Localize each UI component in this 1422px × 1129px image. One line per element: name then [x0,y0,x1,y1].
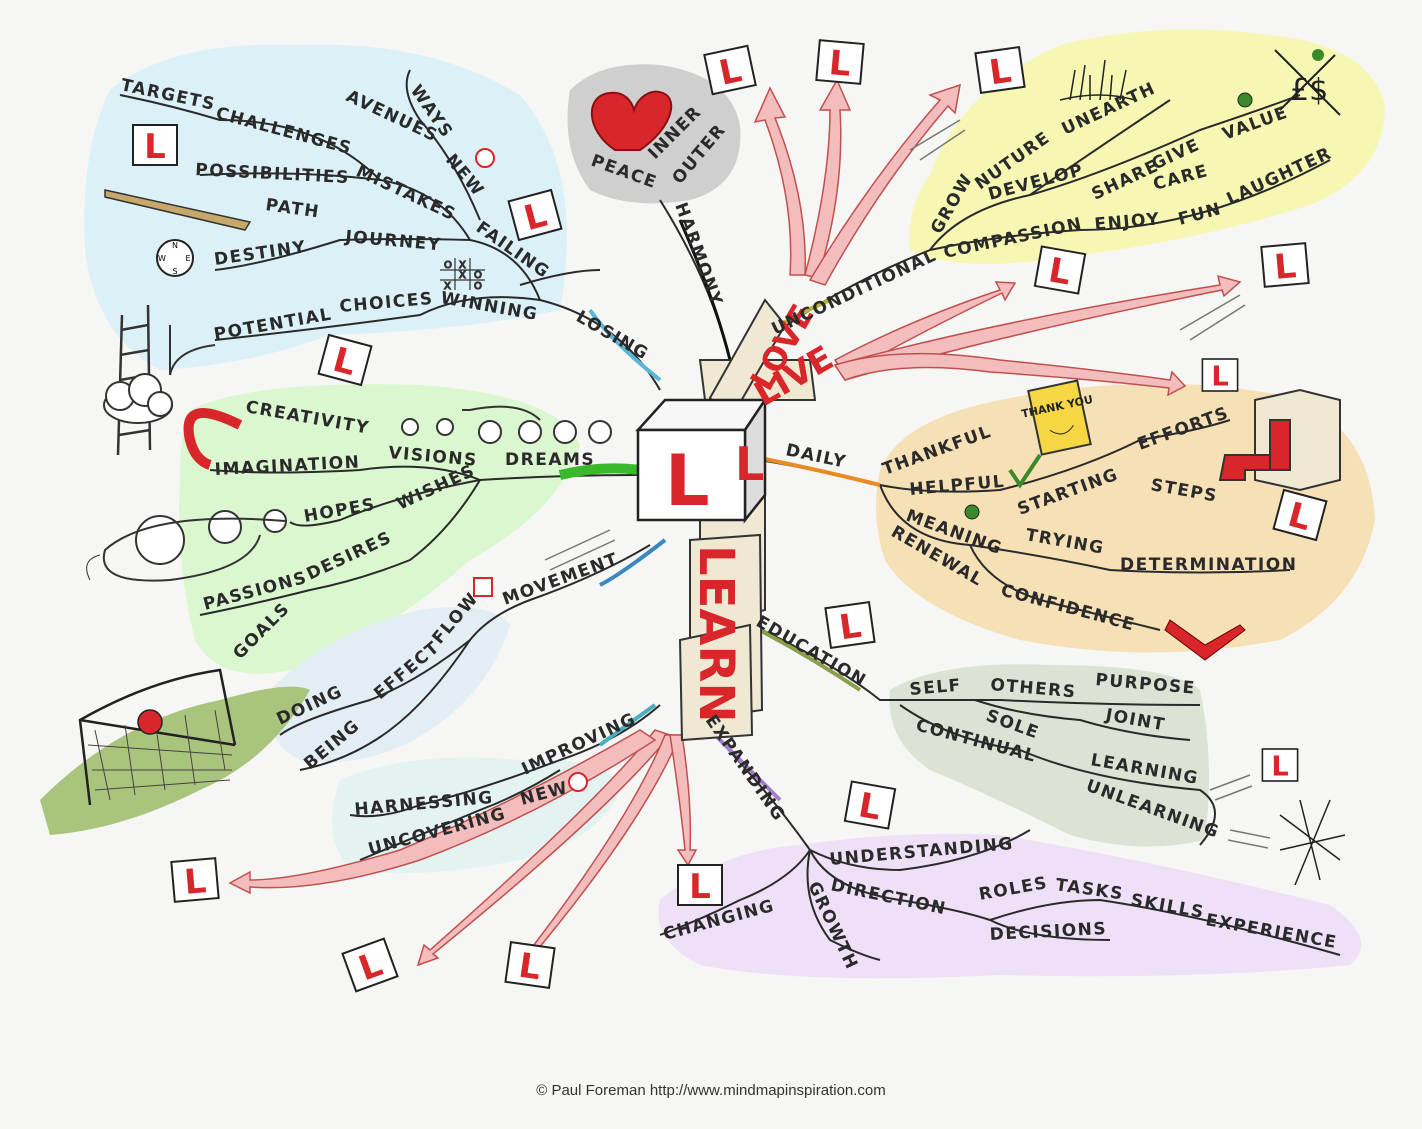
svg-text:£$: £$ [1290,73,1328,108]
zone-movement [268,607,510,762]
center-letter-side: L [735,437,764,491]
grass-patch [40,686,310,835]
speed-lines [544,119,1271,849]
l-plate [1201,358,1239,394]
compass-icon: N S W E [156,239,194,277]
l-plate [703,44,758,98]
word-self: SELF [909,675,963,699]
l-plate [843,780,897,832]
center-cube [635,395,768,524]
svg-text:O: O [444,260,452,271]
branch-movement: MOVEMENT [500,549,622,610]
steps-icon [1218,388,1341,492]
svg-text:X: X [459,270,466,281]
swirl-arrow [183,408,243,470]
heart-icon [590,90,673,151]
svg-text:S: S [172,267,177,276]
flow-badge-icon [473,577,493,597]
svg-text:E: E [185,254,190,263]
dream-clouds [478,420,612,444]
svg-text:O: O [474,281,482,292]
l-plate [1261,748,1299,784]
hope-arrow-line [86,554,101,581]
zone-unconditional [909,29,1385,264]
vision-eyes-icon [401,418,454,436]
svg-text:X: X [444,281,451,292]
l-plate [132,124,178,168]
learn-word: LEARN [688,545,744,723]
dream-path [462,405,541,421]
hope-loop [102,517,286,582]
tictactoe-icon: O X O X O X [440,258,485,293]
center-letter-front: L [665,440,710,522]
l-plate [504,941,556,991]
money-icon: £$ [1274,49,1341,116]
branch-dreams: DREAMS [505,450,595,470]
path-plank [104,189,252,231]
learn-letters: LEARN [688,545,744,723]
l-plate [974,46,1026,96]
cloud-icon [103,373,173,424]
new-badge-icon-2 [568,772,588,792]
l-plate [341,937,400,995]
meaning-dot-icon [964,504,980,520]
big-red-check-icon [1164,619,1246,661]
new-badge-icon [475,148,495,168]
l-plate [317,333,373,388]
target-dot-icon [1237,92,1253,108]
svg-text:N: N [172,241,178,250]
l-plate [170,857,220,905]
thank-you-card-icon: THANK YOU [1020,379,1094,456]
zone-losing [84,44,567,371]
grass-tuft-icon [1059,59,1136,101]
svg-text:O: O [474,270,482,281]
copyright-credit: © Paul Foreman http://www.mindmapinspira… [536,1082,886,1099]
svg-text:X: X [459,260,466,271]
word-determination: DETERMINATION [1120,555,1297,575]
pink-arrows [228,78,1242,968]
branch-losing: LOSING [573,307,653,365]
branch-harmony: HARMONY [670,200,726,309]
zone-daily [876,383,1375,653]
l-plate [677,864,723,908]
l-plate [815,39,865,87]
checkmark-icon [1008,453,1042,489]
l-plate [1033,245,1087,297]
zone-education [889,664,1209,847]
colored-spokes [558,219,881,802]
svg-text:W: W [158,254,166,263]
zone-dreams [179,384,580,674]
l-plate [824,601,876,651]
l-plate [1260,242,1310,290]
ladder-arrow [169,325,216,376]
starburst-icon [1279,799,1346,886]
football-goal-icon [78,668,237,806]
